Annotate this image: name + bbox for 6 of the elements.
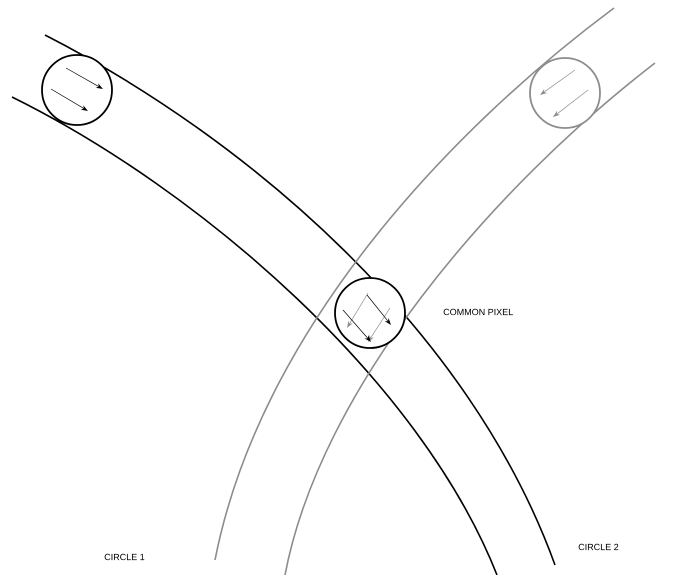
pixel-circle (41, 54, 113, 126)
circle-label: COMMON PIXEL (444, 308, 513, 316)
pixel-circle (334, 277, 406, 349)
pixel-circle (529, 57, 601, 129)
circle-label: CIRCLE 2 (578, 544, 618, 550)
circle-label: CIRCLE 1 (104, 554, 144, 560)
